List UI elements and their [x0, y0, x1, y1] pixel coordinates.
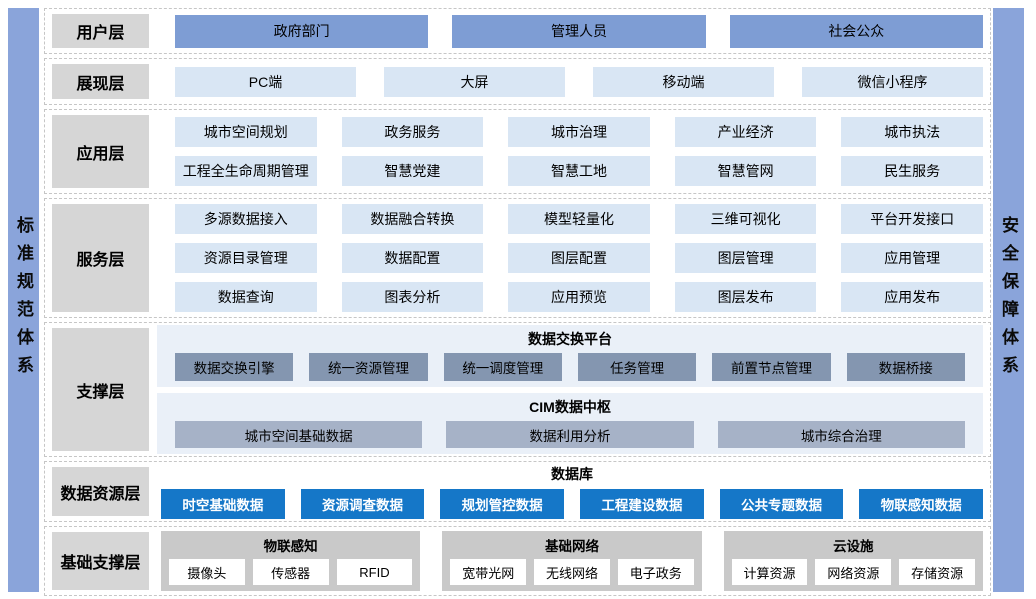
arch-node: 数据交换引擎 — [175, 353, 294, 381]
layer-row-application: 应用层 城市空间规划 政务服务 城市治理 产业经济 城市执法 工程全生命周期管理… — [44, 109, 991, 194]
arch-node: 数据桥接 — [846, 353, 965, 381]
arch-node: 摄像头 — [169, 559, 245, 585]
arch-node: 传感器 — [252, 559, 329, 585]
iot-sensing-group: 物联感知 摄像头 传感器 RFID — [161, 531, 421, 591]
data-exchange-platform-panel: 数据交换平台 数据交换引擎 统一资源管理 统一调度管理 任务管理 前置节点管理 … — [157, 325, 983, 387]
layer-row-user: 用户层 政府部门 管理人员 社会公众 — [44, 8, 991, 54]
layer-label-infrastructure: 基础支撑层 — [52, 532, 149, 590]
arch-node: 应用发布 — [841, 282, 983, 312]
layers-stack: 用户层 政府部门 管理人员 社会公众 展现层 PC端 大屏 移动端 微信小程序 — [44, 8, 991, 596]
standards-system-sidebar: 标准规范体系 — [8, 8, 39, 592]
arch-node: 计算资源 — [731, 559, 808, 585]
arch-node: 规划管控数据 — [440, 489, 565, 519]
arch-node: 物联感知数据 — [859, 489, 984, 519]
layer-row-support: 支撑层 数据交换平台 数据交换引擎 统一资源管理 统一调度管理 任务管理 前置节… — [44, 322, 991, 457]
arch-node: 统一调度管理 — [443, 353, 562, 381]
arch-node: 无线网络 — [534, 559, 610, 585]
arch-node: 图层配置 — [508, 243, 650, 273]
arch-node: 网络资源 — [815, 559, 892, 585]
arch-node: 城市执法 — [841, 117, 983, 147]
arch-node: 微信小程序 — [802, 66, 983, 97]
arch-node: 数据配置 — [341, 243, 484, 273]
cim-data-hub-panel: CIM数据中枢 城市空间基础数据 数据利用分析 城市综合治理 — [157, 393, 983, 454]
arch-node: 移动端 — [593, 66, 774, 97]
arch-node: 工程建设数据 — [580, 489, 704, 519]
layer-label-application: 应用层 — [52, 115, 149, 188]
database-title: 数据库 — [551, 466, 593, 482]
security-system-sidebar: 安全保障体系 — [993, 8, 1024, 592]
group-title: 物联感知 — [263, 539, 318, 554]
arch-node: RFID — [336, 559, 413, 585]
arch-node: 资源调查数据 — [300, 489, 425, 519]
arch-node: 政府部门 — [175, 14, 429, 48]
layer-label-presentation: 展现层 — [52, 64, 149, 99]
standards-system-label: 标准规范体系 — [14, 216, 33, 384]
arch-node: 电子政务 — [617, 559, 694, 585]
arch-node: 模型轻量化 — [508, 204, 650, 234]
arch-node: 存储资源 — [899, 559, 975, 585]
layer-row-infrastructure: 基础支撑层 物联感知 摄像头 传感器 RFID 基础网络 宽带光 — [44, 526, 991, 596]
layer-label-support: 支撑层 — [52, 328, 149, 451]
arch-node: 图层管理 — [674, 243, 817, 273]
arch-node: 城市空间基础数据 — [175, 421, 423, 448]
arch-node: 数据利用分析 — [446, 421, 694, 448]
arch-node: 图表分析 — [341, 282, 484, 312]
arch-node: 管理人员 — [452, 14, 706, 48]
arch-node: 平台开发接口 — [841, 204, 983, 234]
group-title: 云设施 — [833, 539, 874, 554]
group-title: 基础网络 — [544, 539, 599, 554]
arch-node: 工程全生命周期管理 — [175, 156, 317, 186]
arch-node: 时空基础数据 — [161, 489, 285, 519]
arch-node: 数据查询 — [175, 282, 317, 312]
arch-node: 城市治理 — [508, 117, 650, 147]
panel-title: CIM数据中枢 — [529, 399, 611, 415]
arch-node: 民生服务 — [841, 156, 983, 186]
layer-row-data-resources: 数据资源层 数据库 时空基础数据 资源调查数据 规划管控数据 工程建设数据 公共… — [44, 461, 991, 522]
panel-title: 数据交换平台 — [528, 331, 612, 347]
arch-node: 任务管理 — [577, 353, 697, 381]
layer-label-user: 用户层 — [52, 14, 149, 48]
arch-node: 应用管理 — [841, 243, 983, 273]
arch-node: 前置节点管理 — [712, 353, 831, 381]
layer-label-service: 服务层 — [52, 204, 149, 312]
layer-label-data-resources: 数据资源层 — [52, 467, 149, 516]
arch-node: 产业经济 — [674, 117, 817, 147]
arch-node: 大屏 — [384, 66, 565, 97]
security-system-label: 安全保障体系 — [999, 216, 1018, 384]
arch-node: 宽带光网 — [450, 559, 527, 585]
arch-node: 智慧管网 — [674, 156, 817, 186]
layer-row-service: 服务层 多源数据接入 数据融合转换 模型轻量化 三维可视化 平台开发接口 资源目… — [44, 198, 991, 318]
arch-node: 智慧党建 — [341, 156, 484, 186]
arch-node: 图层发布 — [674, 282, 817, 312]
layer-row-presentation: 展现层 PC端 大屏 移动端 微信小程序 — [44, 58, 991, 105]
cloud-facilities-group: 云设施 计算资源 网络资源 存储资源 — [723, 531, 983, 591]
arch-node: PC端 — [175, 66, 356, 97]
arch-node: 城市综合治理 — [717, 421, 965, 448]
arch-node: 社会公众 — [729, 14, 983, 48]
arch-node: 数据融合转换 — [341, 204, 484, 234]
arch-node: 智慧工地 — [508, 156, 650, 186]
arch-node: 公共专题数据 — [719, 489, 844, 519]
basic-network-group: 基础网络 宽带光网 无线网络 电子政务 — [442, 531, 702, 591]
arch-node: 应用预览 — [508, 282, 650, 312]
arch-node: 三维可视化 — [674, 204, 817, 234]
arch-node: 城市空间规划 — [175, 117, 317, 147]
arch-node: 统一资源管理 — [309, 353, 428, 381]
arch-node: 资源目录管理 — [175, 243, 317, 273]
arch-node: 多源数据接入 — [175, 204, 317, 234]
arch-node: 政务服务 — [341, 117, 484, 147]
